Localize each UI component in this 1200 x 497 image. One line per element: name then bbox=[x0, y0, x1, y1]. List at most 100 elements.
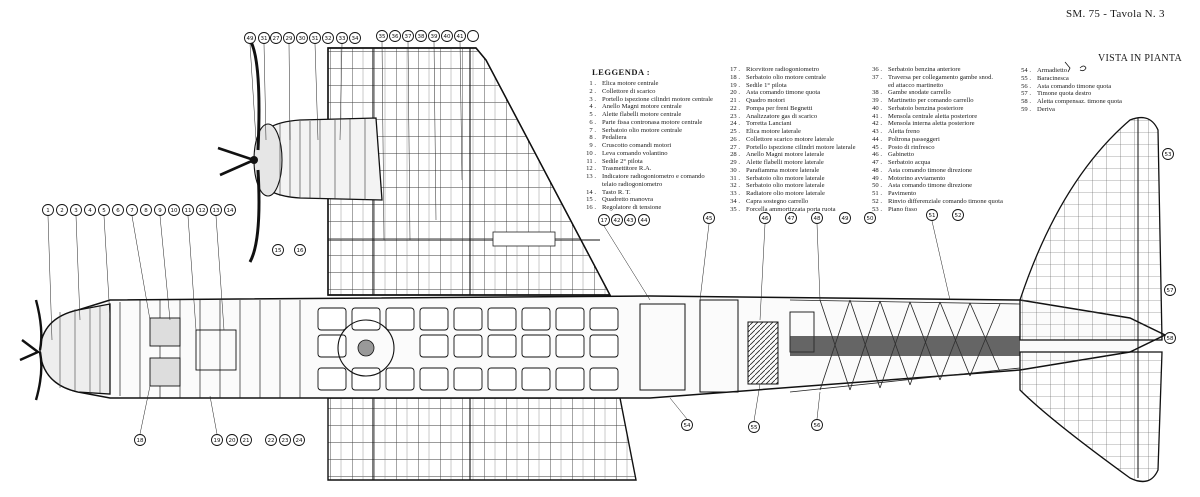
callout-number: 30 bbox=[299, 36, 306, 42]
callout-number: 29 bbox=[286, 36, 293, 42]
callout-number: 27 bbox=[273, 36, 280, 42]
legend-entry-text: Alette flabelli motore centrale bbox=[602, 111, 682, 118]
legend-entry-text: Sedile 1° pilota bbox=[746, 81, 787, 89]
legend-entry-number: 28 . bbox=[730, 151, 740, 159]
legend-entry-text: Armadietto bbox=[1037, 67, 1068, 74]
legend-entry-number: 2 . bbox=[589, 87, 596, 95]
legend-entry: 30 .Parafiamma motore laterale bbox=[724, 167, 856, 175]
legend-entry-text: Asta comando timone quota bbox=[746, 89, 821, 97]
callout-number: 31 bbox=[261, 36, 268, 42]
legend-entry: 47 .Serbatoio acqua bbox=[866, 159, 1003, 167]
legend-entry: 9 . Cruscotto comandi motori bbox=[580, 142, 713, 150]
legend-entry-number: 57 . bbox=[1021, 90, 1031, 98]
legend-entry: 28 .Anello Magni motore laterale bbox=[724, 151, 856, 159]
legend-entry: 26 .Collettore scarico motore laterale bbox=[724, 136, 856, 144]
legend-entry: ed attacco martinetto bbox=[866, 82, 1003, 90]
legend-entry-text: Serbatoio olio motore centrale bbox=[746, 73, 827, 81]
callout-number: 43 bbox=[627, 218, 634, 224]
legend-entry-text: Piano fisso bbox=[888, 205, 918, 213]
legend-entry: 33 .Radiatore olio motore laterale bbox=[724, 190, 856, 198]
legend-entry: 14 .Tasto R. T. bbox=[580, 189, 713, 197]
legend-entry: 7 .Serbatoio olio motore centrale bbox=[580, 127, 713, 135]
callout-number: 31 bbox=[312, 36, 319, 42]
callout-number: 24 bbox=[296, 438, 303, 444]
legend-entry: 31 .Serbatoio olio motore laterale bbox=[724, 175, 856, 183]
legend-entry-number: 22 . bbox=[730, 104, 740, 112]
legend-entry-text: Cruscotto comandi motori bbox=[602, 142, 672, 149]
callout-number: 12 bbox=[199, 208, 206, 214]
legend-entry-number: 9 . bbox=[589, 142, 596, 149]
callout-number: 48 bbox=[814, 216, 821, 222]
callout-number: 46 bbox=[762, 216, 769, 222]
legend-entry: 56 .Asta comando timone quota bbox=[1015, 83, 1122, 91]
legend-entry-number: 47 . bbox=[872, 159, 882, 166]
legend-entry-text: Mensola interna aletta posteriore bbox=[888, 120, 975, 128]
legend-entry-text: Parte fissa contronasa motore centrale bbox=[602, 118, 703, 126]
legend-entry: 8 .Pedaliera bbox=[580, 134, 713, 142]
legend-entry-number: 35 . bbox=[730, 205, 740, 213]
legend-entry: 18 .Serbatoio olio motore centrale bbox=[724, 74, 856, 82]
legend-entry: 29 .Alette flabelli motore laterale bbox=[724, 159, 856, 167]
legend-entry: 42 .Mensola interna aletta posteriore bbox=[866, 120, 1003, 128]
legend-entry: 10 .Leva comando volantino bbox=[580, 150, 713, 158]
legend-entry-text: Aletta compensaz. timone quota bbox=[1037, 98, 1122, 105]
legend-entry: 11 .Sedile 2° pilota bbox=[580, 158, 713, 166]
legend-entry: 13 .Indicatore radiogoniometro e comando bbox=[580, 173, 713, 181]
fuselage bbox=[19, 295, 1167, 401]
view-title: VISTA IN PIANTA bbox=[1098, 53, 1183, 64]
legend-entry: 41 .Mensola centrale aletta posteriore bbox=[866, 113, 1003, 121]
callout-number: 23 bbox=[282, 438, 289, 444]
callout-number: 17 bbox=[601, 218, 608, 224]
legend-entry: 20 .Asta comando timone quota bbox=[724, 89, 856, 97]
callout-number: 53 bbox=[1165, 152, 1172, 158]
callout-number: 38 bbox=[418, 34, 425, 40]
callout-number: 52 bbox=[955, 213, 962, 219]
legend-entry-number: 10 . bbox=[586, 149, 596, 157]
legend-entry-number: 27 . bbox=[730, 143, 740, 151]
legend-entry-number: 44 . bbox=[872, 135, 882, 143]
callout-number: 49 bbox=[247, 36, 254, 42]
legend-entry-number: 5 . bbox=[589, 111, 596, 118]
legend-entry-number: 31 . bbox=[730, 174, 740, 182]
legend-entry-text: Torretta Lanciani bbox=[746, 120, 792, 128]
legend-entry-number: 39 . bbox=[872, 97, 882, 104]
callout-number: 10 bbox=[171, 208, 178, 214]
legend-entry: 2 .Collettore di scarico bbox=[580, 88, 713, 96]
callout-number: 21 bbox=[243, 438, 250, 444]
legend-entry-text: Ricevitore radiogoniometro bbox=[746, 66, 820, 73]
legend-entry-text: Collettore scarico motore laterale bbox=[746, 135, 835, 143]
side-engine-nacelle bbox=[217, 39, 383, 263]
legend-entry-text: Pedaliera bbox=[602, 134, 627, 142]
legend-entry: 15 .Quadretto manovra bbox=[580, 196, 713, 204]
tailplane bbox=[1019, 116, 1163, 483]
callout-number: 20 bbox=[229, 438, 236, 444]
callout-number: 22 bbox=[268, 438, 275, 444]
legend-entry-text: Asta comando timone quota bbox=[1037, 82, 1112, 90]
callout-number: 36 bbox=[392, 34, 399, 40]
legend-entry-text: Pavimento bbox=[888, 190, 917, 197]
legend-entry-number: 38 . bbox=[872, 89, 882, 97]
legend-entry-number: 55 . bbox=[1021, 74, 1031, 82]
legend-entry-text: Parafiamma motore laterale bbox=[746, 166, 820, 174]
legend-entry-number: 25 . bbox=[730, 128, 740, 135]
legend-entry-number: 6 . bbox=[589, 118, 596, 126]
legend-entry-number: 7 . bbox=[589, 126, 596, 134]
legend-entry-text: Deriva bbox=[1037, 105, 1055, 113]
callout-number: 39 bbox=[431, 34, 438, 40]
legend-entry-text: Mensola centrale aletta posteriore bbox=[888, 112, 978, 120]
legend-entry-text: Baracinesca bbox=[1037, 74, 1069, 82]
legend-entry: telaio radiogoniometro bbox=[580, 181, 713, 189]
legend-entry: 1 .Elica motore centrale bbox=[580, 80, 713, 88]
legend-entry-text: Elica motore laterale bbox=[746, 128, 801, 135]
legend-entry-number: 3 . bbox=[589, 95, 596, 103]
callout-number: 57 bbox=[1167, 288, 1174, 294]
legend-entry-text: Analizzatore gas di scarico bbox=[746, 112, 818, 120]
legend-entry: 36 .Serbatoio benzina anteriore bbox=[866, 66, 1003, 74]
legend-symbols bbox=[1064, 61, 1087, 73]
callout-number: 19 bbox=[214, 438, 221, 444]
